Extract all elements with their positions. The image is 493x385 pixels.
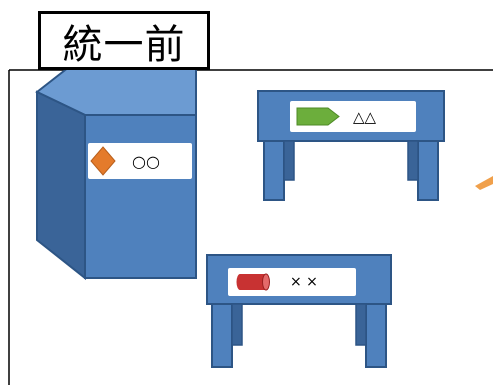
green-tag-icon [296,107,340,126]
table-bottom-label: × × [228,268,356,296]
cabinet-label: ○○ [88,143,192,179]
cabinet-label-text: ○○ [132,151,160,171]
table-top-label: △△ [290,101,416,132]
table-top-label-text: △△ [353,107,377,126]
red-cylinder-icon [236,273,270,291]
diamond-icon [90,146,116,176]
arrow-icon [475,176,493,190]
cabinet [35,58,197,281]
table-bottom-label-text: × × [290,274,318,290]
page-title: 統一前 [38,11,210,70]
